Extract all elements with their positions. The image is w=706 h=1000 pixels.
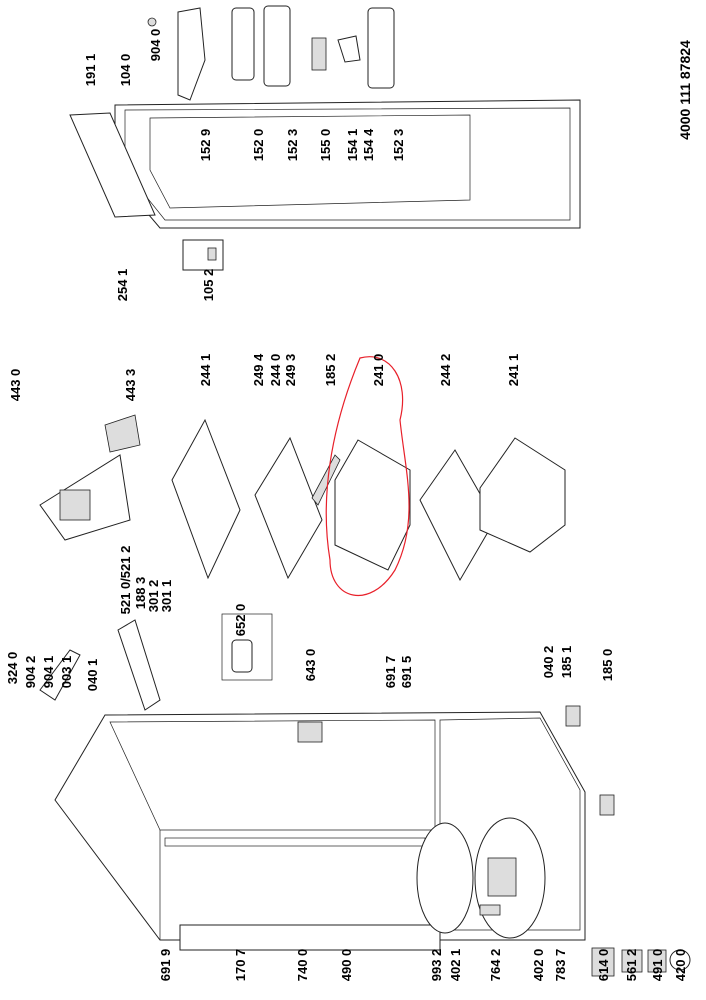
part-label: 191 1 [83, 54, 98, 87]
part-label: 691 9 [158, 949, 173, 982]
part-label: 040 1 [85, 659, 100, 692]
part-label: 244 1 [198, 354, 213, 387]
part-label: 993 2 [429, 949, 444, 982]
part-label: 783 7 [553, 949, 568, 982]
part-label: 154 1 [345, 129, 360, 162]
part-label: 185 1 [559, 646, 574, 679]
part-label: 152 3 [285, 129, 300, 162]
part-label: 003 1 [59, 656, 74, 689]
part-label: 614 0 [596, 949, 611, 982]
part-label: 561 2 [624, 949, 639, 982]
part-label: 241 1 [506, 354, 521, 387]
part-label: 521 0/521 2 [118, 546, 133, 615]
part-label: 152 0 [251, 129, 266, 162]
part-label: 040 2 [541, 646, 556, 679]
part-label: 443 3 [123, 369, 138, 402]
part-label: 324 0 [5, 652, 20, 685]
part-label: 402 1 [448, 949, 463, 982]
part-label: 152 3 [391, 129, 406, 162]
highlight-outline [325, 356, 410, 597]
part-label: 155 0 [318, 129, 333, 162]
part-label: 904 2 [23, 656, 38, 689]
part-label: 249 4 [251, 353, 266, 386]
part-label: 188 3 [133, 577, 148, 610]
part-label: 652 0 [233, 604, 248, 637]
part-label: 241 0 [371, 354, 386, 387]
door-assembly [69, 5, 581, 271]
part-label: 244 2 [438, 354, 453, 387]
document-code: 4000 111 87824 [677, 40, 693, 140]
part-label: 104 0 [118, 54, 133, 87]
part-label: 185 2 [323, 354, 338, 387]
part-label: 904 0 [148, 29, 163, 62]
part-label: 152 9 [198, 129, 213, 162]
shelves-drawers [39, 356, 566, 711]
part-label: 301 1 [159, 580, 174, 613]
part-label: 301 2 [146, 580, 161, 613]
part-label: 185 0 [600, 649, 615, 682]
part-label: 249 3 [283, 354, 298, 387]
part-label: 170 7 [233, 949, 248, 982]
part-label: 691 7 [383, 656, 398, 689]
part-label: 643 0 [303, 649, 318, 682]
cabinet-assembly [39, 649, 691, 977]
part-label: 740 0 [295, 949, 310, 982]
part-label: 490 0 [339, 949, 354, 982]
part-label: 105 2 [201, 269, 216, 302]
part-label: 244 0 [268, 354, 283, 387]
part-label: 254 1 [115, 269, 130, 302]
part-label: 491 0 [650, 949, 665, 982]
part-label: 691 5 [399, 656, 414, 689]
part-label: 154 4 [361, 128, 376, 161]
part-label: 443 0 [8, 369, 23, 402]
part-label: 764 2 [488, 949, 503, 982]
part-label: 420 0 [673, 949, 688, 982]
part-label: 904 1 [41, 656, 56, 689]
part-labels: 191 1 104 0 904 0 152 9 152 0 152 3 155 0 154 1… [5, 29, 693, 982]
part-label: 402 0 [531, 949, 546, 982]
